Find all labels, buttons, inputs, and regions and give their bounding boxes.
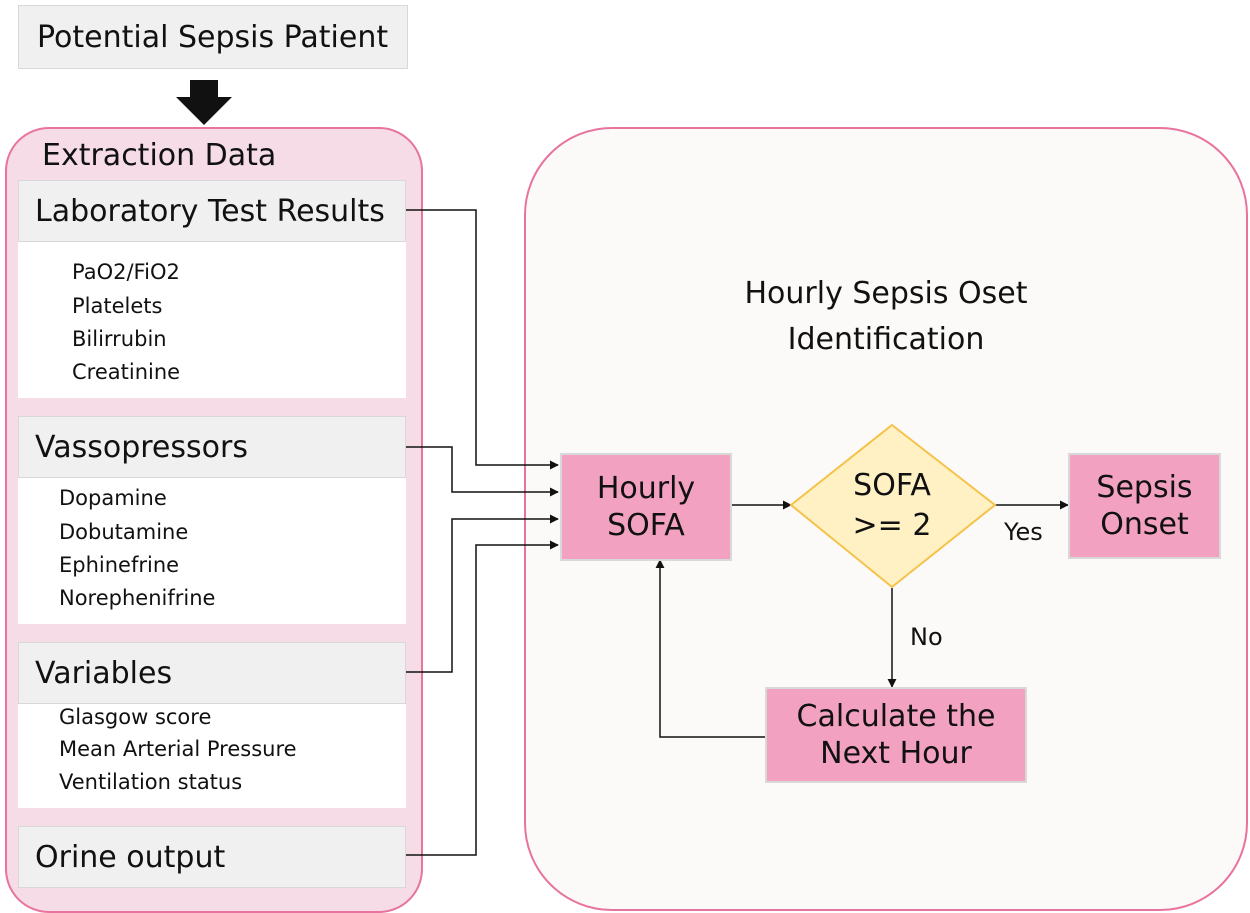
vasopressors-list: Dopamine Dobutamine Ephinefrine Norephen… <box>18 478 406 624</box>
start-node-label: Potential Sepsis Patient <box>37 19 389 55</box>
list-item: Dobutamine <box>59 520 189 544</box>
arrow-vaso-to-sofa <box>406 446 559 497</box>
arrow-urine-to-sofa <box>406 540 559 856</box>
next-hour-line1: Calculate the <box>796 698 996 734</box>
list-item: Dopamine <box>59 486 167 510</box>
sepsis-onset-line1: Sepsis <box>1096 469 1193 505</box>
list-item: Mean Arterial Pressure <box>59 737 297 761</box>
start-arrow <box>176 80 232 125</box>
sepsis-onset-line2: Onset <box>1100 507 1189 542</box>
arrow-vars-to-sofa <box>406 514 559 673</box>
hourly-sofa-line2: SOFA <box>607 508 685 543</box>
identification-title: Hourly Sepsis Oset Identification <box>706 271 1066 363</box>
list-item: Creatinine <box>72 360 181 384</box>
sepsis-onset-node: Sepsis Onset <box>1068 453 1221 559</box>
yes-label: Yes <box>1004 518 1043 546</box>
decision-line1: SOFA <box>853 468 931 503</box>
identification-title-line2: Identification <box>787 322 985 357</box>
list-item: Glasgow score <box>59 705 212 729</box>
hourly-sofa-line1: Hourly <box>596 470 696 506</box>
start-node: Potential Sepsis Patient <box>18 5 408 69</box>
variables-header: Variables <box>18 642 406 704</box>
list-item: PaO2/FiO2 <box>72 260 180 284</box>
list-item: Norephenifrine <box>59 586 216 610</box>
list-item: Bilirrubin <box>72 327 167 351</box>
list-item: Ventilation status <box>59 770 243 794</box>
lab-results-list: PaO2/FiO2 Platelets Bilirrubin Creatinin… <box>18 242 406 398</box>
variables-label: Variables <box>35 655 173 691</box>
arrow-lab-to-sofa <box>406 209 559 470</box>
variables-list: Glasgow score Mean Arterial Pressure Ven… <box>18 704 406 808</box>
no-label: No <box>910 623 943 651</box>
hourly-sofa-node: Hourly SOFA <box>560 453 732 561</box>
list-item: Platelets <box>72 294 163 318</box>
next-hour-node: Calculate the Next Hour <box>765 687 1027 783</box>
decision-line2: >= 2 <box>852 508 932 543</box>
next-hour-line2: Next Hour <box>820 736 972 771</box>
arrow-next-to-sofa <box>655 559 765 738</box>
urine-output-header: Orine output <box>18 826 406 888</box>
lab-results-header: Laboratory Test Results <box>18 180 406 242</box>
vasopressors-label: Vassopressors <box>35 429 248 465</box>
extraction-title: Extraction Data <box>42 138 277 173</box>
vasopressors-header: Vassopressors <box>18 416 406 478</box>
urine-output-label: Orine output <box>35 839 226 875</box>
list-item: Ephinefrine <box>59 553 180 577</box>
lab-results-label: Laboratory Test Results <box>35 193 385 229</box>
identification-title-line1: Hourly Sepsis Oset <box>744 276 1028 311</box>
decision-label: SOFA >= 2 <box>812 466 972 546</box>
decision-diamond <box>789 423 997 589</box>
